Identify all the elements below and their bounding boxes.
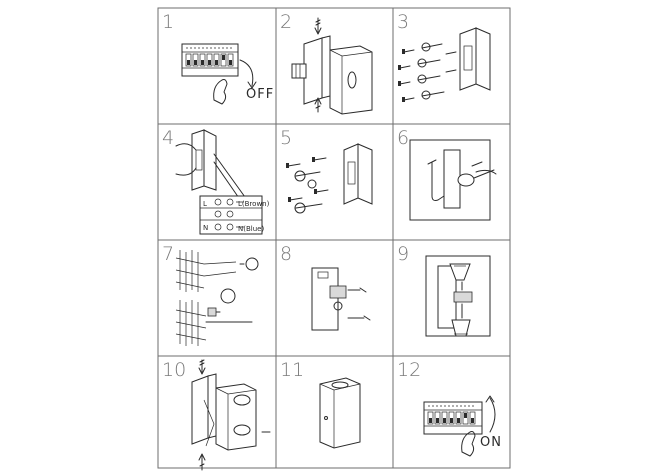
step-2-open-fixture — [291, 17, 373, 115]
screws — [286, 157, 329, 202]
step-12-breaker-on: ON — [423, 395, 502, 457]
mounting-plate — [191, 375, 209, 445]
detail-upper — [175, 250, 259, 292]
step-3-fix-plate — [398, 27, 491, 102]
wall-anchors — [294, 170, 323, 214]
bulb-bottom — [451, 319, 471, 337]
cable-in — [175, 143, 197, 151]
step-4-wiring: L N L(Brown) N(Blue) — [175, 129, 270, 235]
step-number-1: 1 — [162, 11, 174, 33]
screw-bottom-icon — [198, 453, 206, 471]
fixture-body — [215, 383, 257, 451]
step-7-detail — [175, 250, 259, 346]
step-number-2: 2 — [280, 11, 292, 33]
terminal-l-label: L — [203, 200, 207, 208]
mounting-plate — [437, 265, 457, 329]
step-number-8: 8 — [280, 243, 292, 265]
step-11-finished — [319, 377, 361, 449]
step-number-4: 4 — [162, 127, 174, 149]
hand-icon — [461, 431, 476, 457]
breaker-switches — [427, 411, 476, 425]
bracket-arm — [431, 161, 445, 201]
hand-icon — [213, 79, 228, 105]
step-grid — [157, 7, 511, 469]
insert-arrows — [445, 51, 457, 73]
mounting-plate — [303, 37, 323, 105]
step-8-lamp-holder — [311, 267, 371, 331]
lamp-holder — [457, 173, 475, 187]
off-label: OFF — [246, 87, 274, 102]
step-10-cover — [191, 359, 271, 471]
mounting-plate — [459, 27, 477, 91]
terminal-n-label: N — [203, 224, 208, 232]
lamp-holder — [453, 291, 473, 303]
screw-top-icon — [314, 17, 322, 35]
lamp-holder — [329, 285, 347, 299]
arrow-down — [239, 59, 254, 87]
detail-lower — [175, 300, 253, 346]
terminal-diagram — [199, 195, 263, 235]
wall-anchors — [417, 42, 445, 100]
terminal-block — [291, 63, 307, 79]
step-number-3: 3 — [397, 11, 409, 33]
brown-wire-label: L(Brown) — [238, 200, 270, 208]
mounting-plate — [311, 267, 339, 331]
blue-wire-label: N(Blue) — [238, 225, 264, 233]
breaker-switches — [185, 53, 234, 67]
detail-callout — [220, 288, 236, 304]
step-5-attach-plate — [286, 143, 373, 214]
screw-arrows — [347, 289, 365, 319]
step-number-7: 7 — [162, 243, 174, 265]
fixture-body — [319, 377, 361, 449]
screws — [398, 49, 415, 102]
step-number-12: 12 — [397, 359, 421, 381]
step-1-breaker-off: OFF — [181, 43, 274, 105]
arrow-up — [489, 397, 496, 433]
step-number-10: 10 — [162, 359, 186, 381]
step-number-5: 5 — [280, 127, 292, 149]
cable — [203, 399, 215, 447]
fixture-body — [329, 45, 373, 115]
step-6-bracket — [409, 139, 497, 221]
step-number-9: 9 — [397, 243, 409, 265]
screw-top-icon — [198, 359, 206, 375]
step-9-bulbs — [425, 255, 491, 337]
on-label: ON — [480, 435, 502, 450]
screw-bottom-icon — [314, 97, 322, 113]
step-number-6: 6 — [397, 127, 409, 149]
step-number-11: 11 — [280, 359, 304, 381]
mounting-plate — [343, 143, 359, 205]
bulb-top — [449, 263, 471, 281]
